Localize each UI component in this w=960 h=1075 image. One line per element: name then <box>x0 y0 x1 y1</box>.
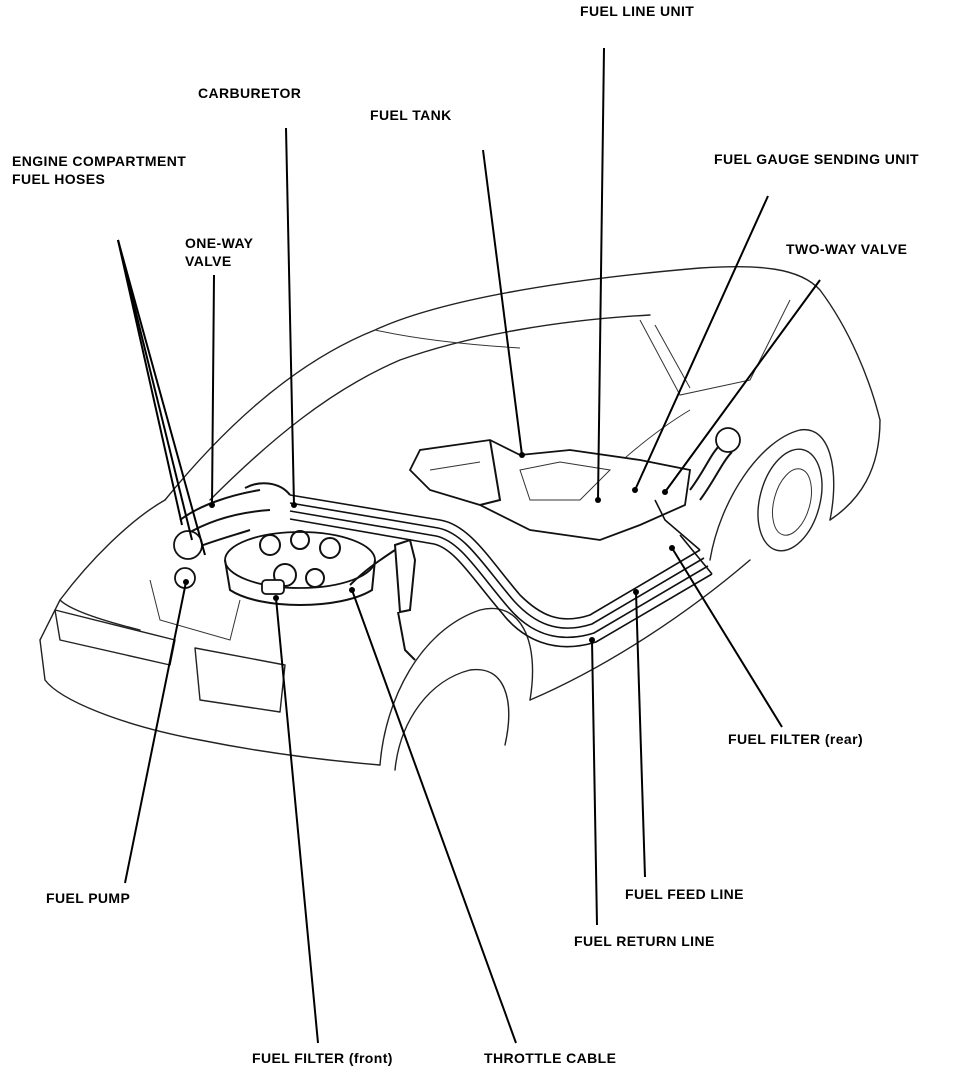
label-fuel-filter-front: FUEL FILTER (front) <box>252 1050 393 1066</box>
label-one-way-valve: ONE-WAY VALVE <box>185 235 254 269</box>
car-body-outline <box>39 265 881 771</box>
label-fuel-tank: FUEL TANK <box>370 107 452 123</box>
fuel-lines <box>289 494 713 648</box>
label-fuel-line-unit: FUEL LINE UNIT <box>580 3 695 19</box>
label-two-way-valve: TWO-WAY VALVE <box>786 241 908 257</box>
label-fuel-pump: FUEL PUMP <box>46 890 131 906</box>
fuel-tank-shape <box>408 439 692 541</box>
label-fuel-gauge-sending-unit: FUEL GAUGE SENDING UNIT <box>714 151 919 167</box>
label-fuel-feed-line: FUEL FEED LINE <box>625 886 744 902</box>
label-carburetor: CARBURETOR <box>198 85 302 101</box>
label-fuel-filter-rear: FUEL FILTER (rear) <box>728 731 864 747</box>
arrowheads <box>183 452 675 643</box>
label-engine-compartment-fuel-hoses: ENGINE COMPARTMENT FUEL HOSES <box>12 153 187 187</box>
leader-lines <box>117 47 821 1044</box>
label-fuel-return-line: FUEL RETURN LINE <box>574 933 715 949</box>
label-throttle-cable: THROTTLE CABLE <box>484 1050 617 1066</box>
filler-neck <box>689 427 741 501</box>
engine-components <box>149 482 417 661</box>
